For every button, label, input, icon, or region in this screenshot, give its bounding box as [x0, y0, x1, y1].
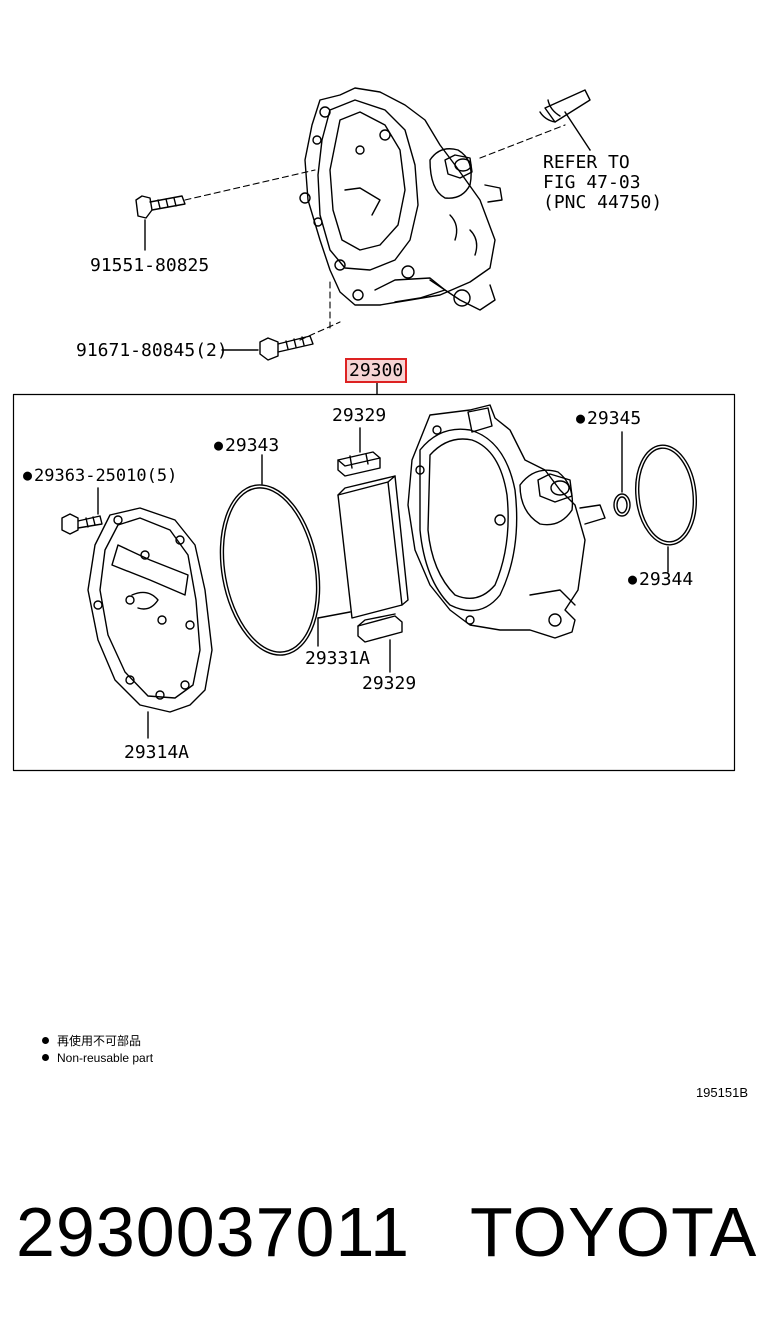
bullet-icon	[42, 1054, 49, 1061]
legend-english: Non-reusable part	[42, 1050, 153, 1066]
part-label-screw[interactable]: 29363-25010(5)	[23, 466, 177, 486]
bolt-a-drawing	[135, 195, 186, 251]
legend-japanese-text: 再使用不可部品	[57, 1034, 142, 1048]
screw-drawing	[61, 487, 103, 535]
vane-drawing	[317, 427, 409, 673]
part-label-bolt-a[interactable]: 91551-80825	[90, 255, 210, 276]
footer-part-number: 2930037011	[16, 1193, 411, 1271]
part-label-vane[interactable]: 29331A	[305, 648, 371, 669]
part-label-vane-cap-top[interactable]: 29329	[332, 405, 387, 426]
refer-line-3[interactable]: (PNC 44750)	[543, 192, 663, 213]
kit-frame	[12, 393, 736, 772]
part-label-vane-cap-bottom[interactable]: 29329	[362, 673, 417, 694]
legend-english-text: Non-reusable part	[57, 1051, 154, 1065]
bolt-b-drawing	[221, 335, 314, 361]
bullet-icon	[42, 1037, 49, 1044]
footer-brand: TOYOTA	[470, 1193, 758, 1271]
part-label-oring-large[interactable]: 29343	[214, 436, 279, 456]
pipe-drawing	[539, 89, 591, 151]
leader-dashes-top	[184, 124, 566, 341]
part-label-gasket[interactable]: 29314A	[124, 742, 190, 763]
pump-housing-drawing	[407, 404, 606, 639]
part-label-bolt-b[interactable]: 91671-80845(2)	[76, 340, 228, 361]
refer-line-2[interactable]: FIG 47-03	[543, 172, 641, 193]
oring-right-drawing	[635, 444, 697, 573]
kit-number-highlight: 29300	[345, 358, 408, 383]
figure-code: 195151B	[695, 1085, 748, 1100]
pump-assembly-drawing	[299, 87, 503, 311]
part-label-oring-right[interactable]: 29344	[628, 570, 693, 590]
legend-japanese: 再使用不可部品	[42, 1033, 141, 1049]
part-label-small-oring[interactable]: 29345	[576, 409, 641, 429]
oring-large-drawing	[219, 454, 321, 656]
gasket-drawing	[87, 507, 213, 739]
oring-small-drawing	[613, 431, 631, 517]
kit-number-label[interactable]: 29300	[345, 358, 408, 383]
refer-line-1[interactable]: REFER TO	[543, 152, 630, 173]
